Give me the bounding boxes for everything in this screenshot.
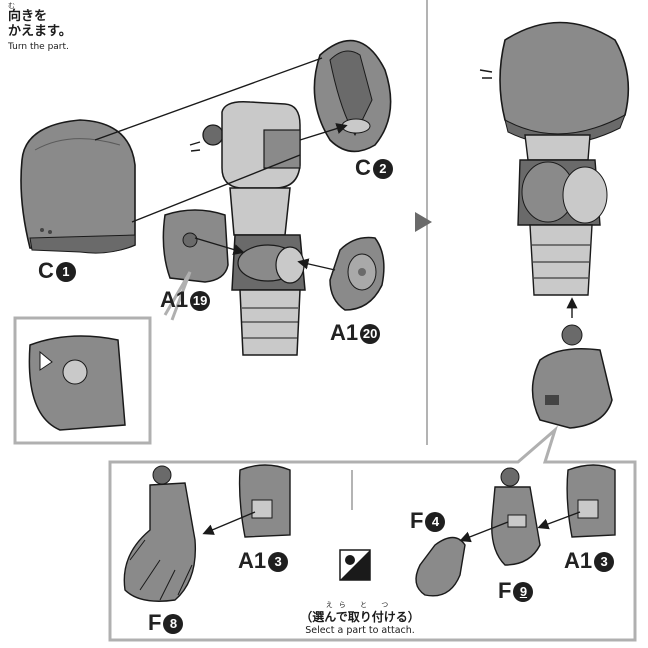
select-part-icon: [340, 550, 370, 580]
note-japanese-line2: かえます。: [8, 25, 158, 40]
select-english: Select a part to attach.: [250, 625, 470, 636]
part-a1-3-wrist-right: [567, 465, 615, 537]
part-c1-shoulder-shell: [21, 120, 135, 253]
hand-joint-part: [533, 325, 613, 428]
part-c2-shoulder-shell: [314, 41, 390, 152]
select-part-note: えら と つ （選んで取り付ける） Select a part to attac…: [250, 600, 470, 636]
select-ruby: えら と つ: [250, 600, 470, 608]
guide-arrow: [300, 262, 335, 270]
turn-part-note: む 向きを かえます。 Turn the part.: [8, 2, 158, 52]
note-english: Turn the part.: [8, 42, 158, 52]
part-a1-20-elbow-disc: [330, 238, 384, 311]
part-f4-hand: [416, 538, 465, 596]
select-japanese: （選んで取り付ける）: [250, 608, 470, 625]
note-japanese-line1: 向きを: [8, 10, 158, 25]
assembled-arm: [480, 23, 628, 296]
part-f8-open-hand: [124, 466, 195, 601]
step-arrow-icon: [415, 212, 432, 232]
part-a1-3-wrist-left: [240, 465, 290, 537]
part-f9-hand-frame: [492, 468, 540, 565]
part-a1-19-elbow-cover: [163, 210, 228, 282]
